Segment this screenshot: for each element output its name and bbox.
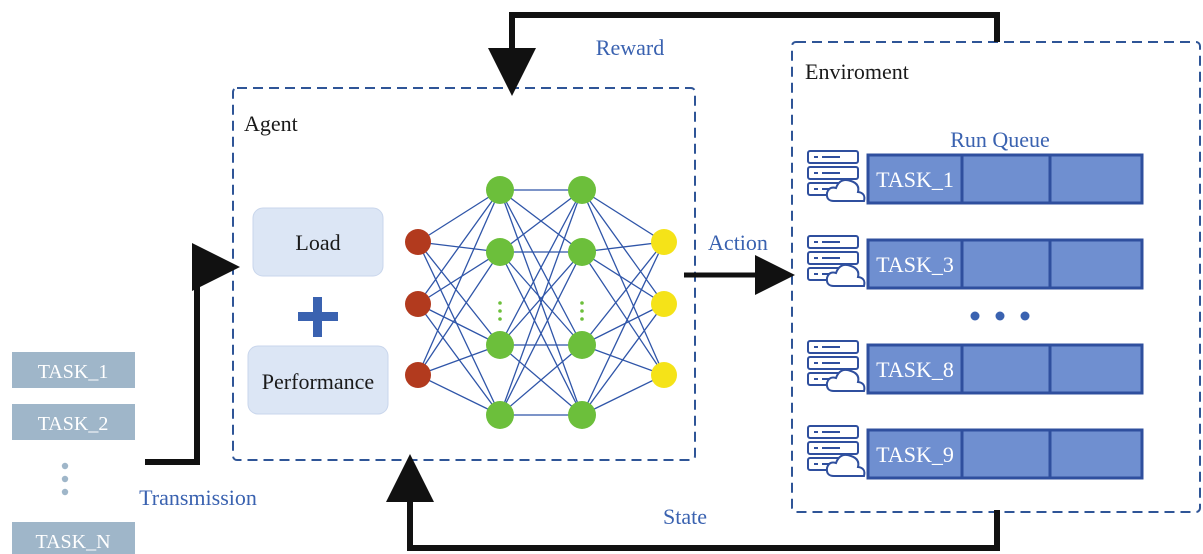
- network-edge: [581, 303, 665, 346]
- server-cloud-icon: [807, 150, 866, 202]
- queue-task-label: TASK_9: [876, 442, 954, 467]
- queue-task-label: TASK_8: [876, 357, 954, 382]
- input-neuron: [405, 362, 431, 388]
- queue-bar: [866, 238, 1144, 290]
- state-label: State: [663, 504, 707, 529]
- hidden-ellipsis-icon: [498, 301, 502, 321]
- action-label: Action: [708, 230, 768, 255]
- queue-bar: [866, 153, 1144, 205]
- network-edge: [417, 241, 501, 416]
- network-edge: [581, 189, 665, 376]
- network-edge: [499, 189, 583, 416]
- performance-box: [247, 345, 389, 415]
- queue-row: TASK_9: [807, 425, 1144, 480]
- network-edge: [417, 251, 501, 305]
- hidden-neuron: [568, 238, 596, 266]
- reward-arrow: [488, 12, 1000, 96]
- input-task-label: TASK_1: [38, 361, 109, 383]
- hidden-neuron: [568, 331, 596, 359]
- queue-bar: [866, 343, 1144, 395]
- network-edge: [499, 344, 583, 416]
- network-edge: [417, 374, 501, 416]
- horizontal-ellipsis-icon: [970, 311, 1030, 321]
- network-edge: [581, 189, 665, 243]
- input-task-box: [12, 522, 135, 554]
- hidden-neuron: [486, 331, 514, 359]
- network-edge: [581, 374, 665, 416]
- network-edge: [417, 241, 501, 346]
- network-edge: [417, 189, 501, 305]
- input-task-box: [12, 352, 135, 388]
- network-edge: [499, 189, 583, 253]
- agent-label: Agent: [244, 111, 298, 136]
- queue-bar: [866, 428, 1144, 480]
- input-task-box: [12, 404, 135, 440]
- queue-row: TASK_1: [807, 150, 1144, 205]
- input-task-label: TASK_N: [35, 531, 110, 553]
- server-cloud-icon: [807, 340, 866, 392]
- load-box: [252, 207, 384, 277]
- load-label: Load: [295, 230, 340, 255]
- network-edge: [581, 303, 665, 416]
- hidden-ellipsis-icon: [580, 301, 584, 321]
- neural-network: [405, 176, 677, 429]
- hidden-neuron: [568, 176, 596, 204]
- transmission-arrow: [145, 243, 240, 465]
- output-neuron: [651, 362, 677, 388]
- run-queue-label: Run Queue: [950, 127, 1050, 152]
- network-edges: [417, 189, 665, 416]
- environment-label: Enviroment: [805, 59, 909, 84]
- plus-icon: [298, 297, 338, 337]
- transmission-label: Transmission: [139, 485, 257, 510]
- server-cloud-icon: [807, 425, 866, 477]
- hidden-neuron: [486, 401, 514, 429]
- input-neuron: [405, 229, 431, 255]
- hidden-neuron: [568, 401, 596, 429]
- output-neuron: [651, 229, 677, 255]
- output-neuron: [651, 291, 677, 317]
- network-edge: [499, 251, 583, 346]
- queue-row: TASK_3: [807, 235, 1144, 290]
- hidden-neuron: [486, 238, 514, 266]
- state-arrow: [386, 454, 1000, 551]
- vertical-ellipsis-icon: [61, 462, 69, 496]
- queue-task-label: TASK_3: [876, 252, 954, 277]
- network-edge: [581, 241, 665, 416]
- network-edge: [417, 303, 501, 346]
- network-edge: [417, 189, 501, 243]
- network-edge: [417, 251, 501, 376]
- reward-label: Reward: [596, 35, 664, 60]
- performance-label: Performance: [262, 369, 374, 394]
- network-edge: [581, 251, 665, 305]
- input-neuron: [405, 291, 431, 317]
- network-edge: [417, 344, 501, 376]
- server-cloud-icon: [807, 235, 866, 287]
- input-task-list: TASK_1 TASK_2 TASK_N: [12, 352, 135, 554]
- network-edge: [581, 241, 665, 346]
- network-edge: [499, 251, 583, 416]
- queue-task-label: TASK_1: [876, 167, 954, 192]
- input-task-label: TASK_2: [38, 413, 109, 435]
- queue-row: TASK_8: [807, 340, 1144, 395]
- network-edge: [499, 189, 583, 346]
- network-edge: [581, 251, 665, 376]
- hidden-neuron: [486, 176, 514, 204]
- network-edge: [417, 189, 501, 376]
